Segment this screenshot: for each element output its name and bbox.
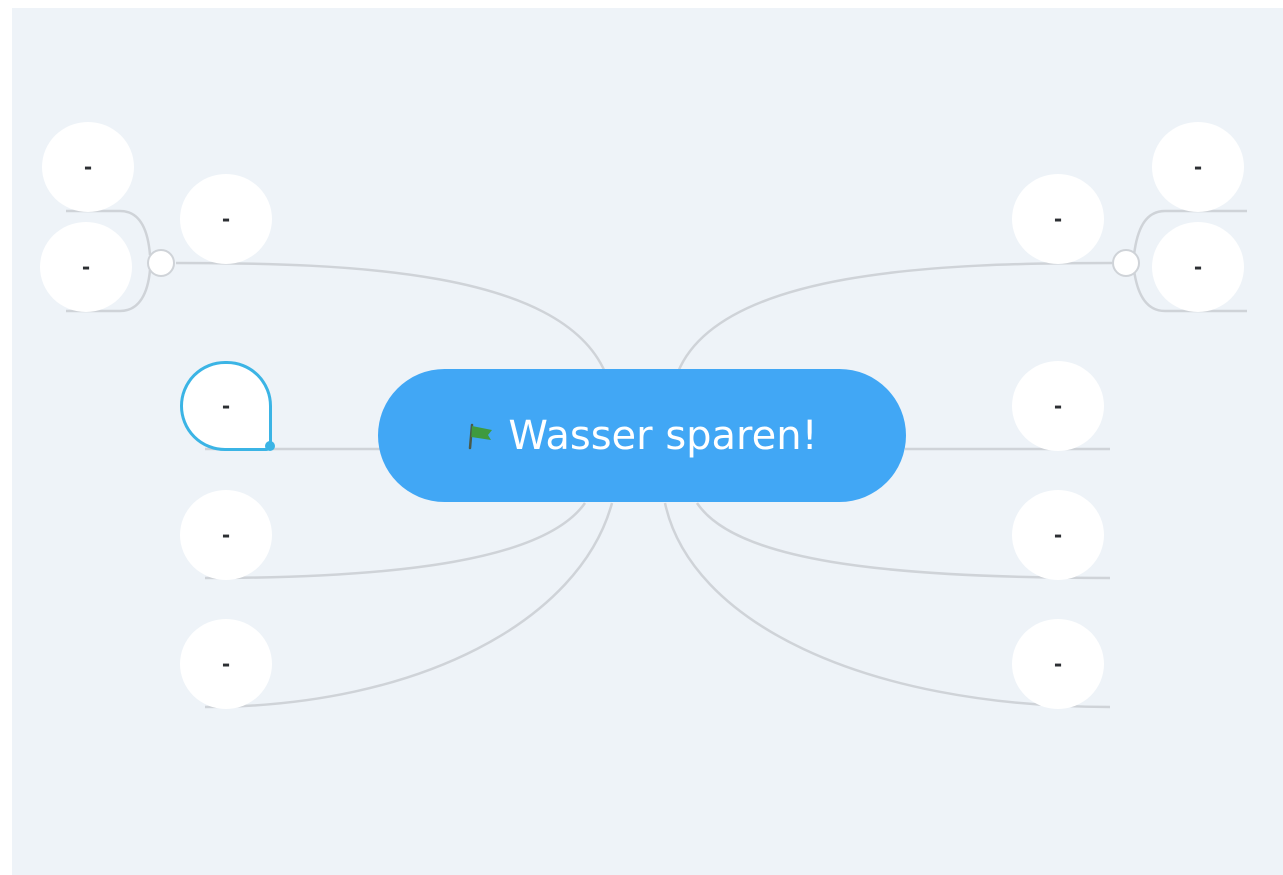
- node-label: -: [221, 652, 231, 676]
- node-label: -: [1193, 155, 1203, 179]
- right-branch-node-4[interactable]: -: [1012, 619, 1104, 709]
- left-branch-node-4[interactable]: -: [180, 619, 272, 709]
- link-right-1-child-2: [1132, 269, 1247, 313]
- left-subnode-2[interactable]: -: [40, 222, 132, 312]
- node-label: -: [1053, 207, 1063, 231]
- selection-resize-handle[interactable]: [265, 441, 275, 451]
- node-label: -: [221, 523, 231, 547]
- node-label: -: [1053, 394, 1063, 418]
- left-branch-node-3[interactable]: -: [180, 490, 272, 580]
- left-subnode-1[interactable]: -: [42, 122, 134, 212]
- node-label: -: [1053, 652, 1063, 676]
- node-label: -: [221, 207, 231, 231]
- link-right-4: [663, 502, 1111, 709]
- link-left-3: [204, 502, 587, 580]
- link-right-1: [676, 261, 1113, 373]
- node-label: -: [221, 394, 231, 418]
- left-branch-node-2-selected[interactable]: -: [180, 361, 272, 451]
- link-right-1-child-1: [1132, 209, 1247, 256]
- right-subnode-1[interactable]: -: [1152, 122, 1244, 212]
- root-label: Wasser sparen!: [508, 412, 818, 459]
- node-label: -: [1053, 523, 1063, 547]
- link-left-1-child-2: [66, 269, 152, 313]
- root-node[interactable]: Wasser sparen!: [378, 369, 906, 502]
- right-subnode-2[interactable]: -: [1152, 222, 1244, 312]
- branch-toggle-right[interactable]: [1112, 249, 1140, 277]
- link-left-4: [204, 502, 614, 709]
- link-left-1-child-1: [66, 209, 152, 256]
- right-branch-node-2[interactable]: -: [1012, 361, 1104, 451]
- node-label: -: [81, 255, 91, 279]
- link-left-1: [175, 261, 607, 373]
- left-branch-node-1[interactable]: -: [180, 174, 272, 264]
- node-label: -: [83, 155, 93, 179]
- node-label: -: [1193, 255, 1203, 279]
- branch-toggle-left[interactable]: [147, 249, 175, 277]
- link-right-3: [695, 502, 1111, 580]
- right-branch-node-1[interactable]: -: [1012, 174, 1104, 264]
- green-flag-icon: [469, 423, 493, 449]
- right-branch-node-3[interactable]: -: [1012, 490, 1104, 580]
